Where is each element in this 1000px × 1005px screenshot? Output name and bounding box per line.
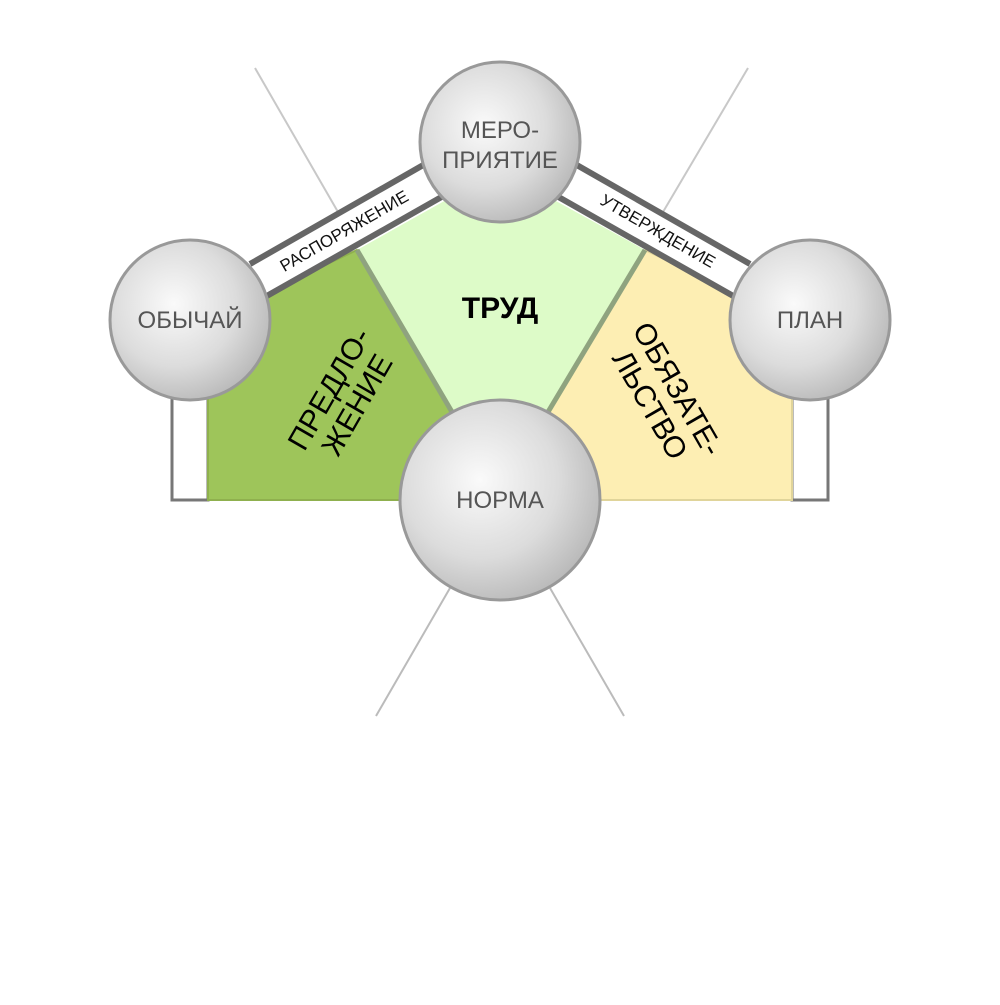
band-left-outer [248,161,427,267]
separator-left [354,248,455,414]
band-right-outer [573,161,752,267]
node-bottom-label: НОРМА [456,487,544,514]
separator-right [545,248,648,414]
node-right-label: ПЛАН [777,307,843,334]
region-center [357,195,645,410]
region-center-label: ТРУД [462,292,538,325]
node-top-label-line1: МЕРО- [461,117,539,144]
band-right-inner [553,192,737,300]
band-left [250,165,445,297]
node-left-label: ОБЫЧАЙ [138,306,243,334]
band-left-inner [263,192,447,300]
node-top: МЕРО- ПРИЯТИЕ [418,60,582,224]
node-top-label-line2: ПРИЯТИЕ [442,147,558,174]
node-bottom: НОРМА [398,398,602,602]
node-left: ОБЫЧАЙ [108,238,272,402]
band-right [555,165,750,297]
node-right: ПЛАН [728,238,892,402]
